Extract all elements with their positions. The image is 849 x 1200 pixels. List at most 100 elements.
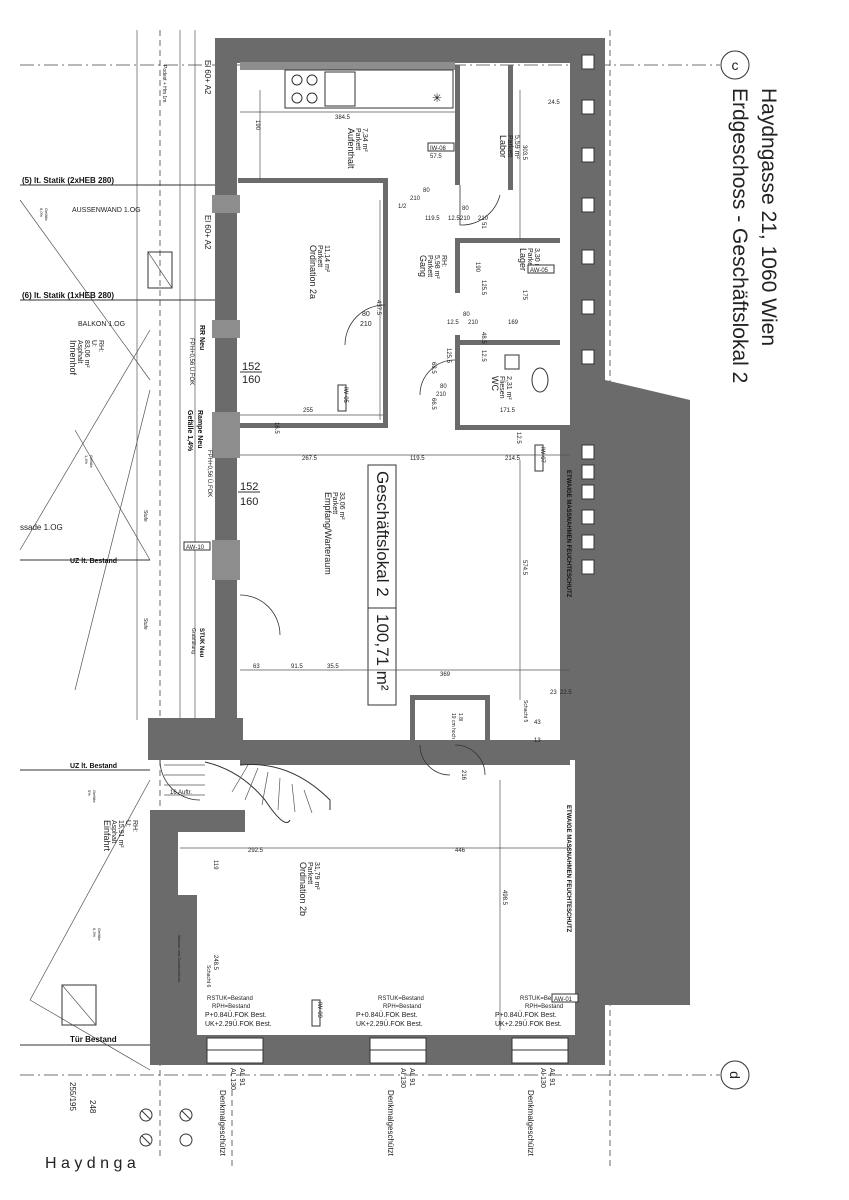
svg-text:Empfang/Warteraum: Empfang/Warteraum (323, 492, 333, 575)
wc-fixture (504, 354, 549, 393)
svg-text:Denkmalgeschützt: Denkmalgeschützt (526, 1090, 535, 1157)
svg-text:11,14 m²: 11,14 m² (323, 245, 330, 273)
svg-text:U:: U: (90, 340, 97, 347)
svg-text:Schacht 5: Schacht 5 (522, 700, 528, 722)
svg-text:210: 210 (436, 392, 447, 398)
svg-text:AW-05: AW-05 (530, 268, 549, 274)
svg-text:210: 210 (468, 320, 479, 326)
svg-text:574.5: 574.5 (521, 560, 527, 576)
svg-text:3,30 m²: 3,30 m² (533, 248, 540, 272)
room-gang: Gang Parkett 5,98 m² RH: (418, 255, 447, 279)
balkon-label: BALKON 1.OG (78, 321, 125, 328)
svg-text:35.5: 35.5 (327, 664, 339, 670)
rampe-labels: Rampe Neu FPH+0,56 Ü.FOK Gefälle 1,4% RR… (142, 60, 213, 658)
walls (148, 38, 690, 1065)
svg-text:UK+2.29Ü.FOK Best.: UK+2.29Ü.FOK Best. (205, 1020, 272, 1028)
svg-text:FPH+0,56 Ü.FOK: FPH+0,56 Ü.FOK (206, 450, 213, 497)
svg-text:Grabfüllung: Grabfüllung (190, 628, 196, 654)
svg-text:FPH+0,56 Ü.FOK: FPH+0,56 Ü.FOK (188, 338, 195, 385)
svg-text:119: 119 (212, 860, 218, 870)
svg-text:80: 80 (362, 311, 370, 318)
svg-text:Denkmalgeschützt: Denkmalgeschützt (218, 1090, 227, 1157)
svg-text:23: 23 (550, 690, 557, 696)
svg-text:AL 91: AL 91 (408, 1068, 415, 1086)
svg-text:5,98 m²: 5,98 m² (433, 255, 440, 279)
main-label-area: 100,71 m² (373, 614, 392, 691)
svg-text:248: 248 (88, 1100, 97, 1114)
denkmal-labels: AL 91 AL 130 Denkmalgeschützt AL 91 Al 1… (218, 1068, 555, 1157)
svg-text:Podest + Hm 1m: Podest + Hm 1m (161, 65, 167, 102)
svg-text:91.5: 91.5 (291, 664, 303, 670)
svg-text:AW-10: AW-10 (186, 545, 205, 551)
svg-text:Einfahrt: Einfahrt (102, 820, 112, 852)
svg-text:125.5: 125.5 (445, 348, 451, 364)
svg-text:190: 190 (254, 120, 260, 131)
svg-text:STUK Neu: STUK Neu (198, 628, 204, 658)
svg-text:RPH=Bestand: RPH=Bestand (383, 1004, 421, 1010)
room-innenhof: Innenhof Asphalt 83,06 m² U: RH: (68, 340, 104, 376)
svg-text:80: 80 (440, 384, 447, 390)
svg-text:Fliesen: Fliesen (498, 376, 505, 399)
svg-text:RH:: RH: (440, 255, 447, 267)
svg-text:AL 91: AL 91 (548, 1068, 555, 1086)
svg-text:12.5: 12.5 (515, 432, 521, 444)
courtyard-lines (19, 184, 215, 1071)
svg-text:57.5: 57.5 (430, 154, 442, 160)
grid-marker-c: c (720, 50, 750, 80)
window-note-3: RSTUK=Bestand RPH=Bestand P+0.84Ü.FOK Be… (495, 996, 566, 1028)
svg-text:AL 91: AL 91 (238, 1068, 245, 1086)
grid-marker-d: d (720, 1060, 750, 1090)
window-note-2: RSTUK=Bestand RPH=Bestand P+0.84Ü.FOK Be… (356, 996, 424, 1028)
svg-text:RH:: RH: (131, 820, 138, 832)
aufritt-label: 16 Auftr. (170, 790, 192, 796)
svg-text:IW-08: IW-08 (430, 146, 447, 152)
svg-text:Parkett: Parkett (506, 135, 513, 157)
svg-text:P+0.84Ü.FOK Best.: P+0.84Ü.FOK Best. (356, 1011, 418, 1019)
svg-text:190: 190 (474, 262, 480, 273)
svg-text:Innenhof: Innenhof (68, 340, 78, 376)
svg-text:UK+2.29Ü.FOK Best.: UK+2.29Ü.FOK Best. (495, 1020, 562, 1028)
room-aufenthalt: Aufenthalt Parkett 7,34 m² (346, 128, 368, 169)
svg-text:RSTUK=Bestand: RSTUK=Bestand (378, 996, 424, 1002)
svg-text:160: 160 (240, 496, 258, 508)
svg-text:UK+2.29Ü.FOK Best.: UK+2.29Ü.FOK Best. (356, 1020, 423, 1028)
svg-text:Rampe Neu: Rampe Neu (196, 410, 203, 449)
svg-text:Al 130: Al 130 (399, 1068, 406, 1088)
svg-text:498.5: 498.5 (501, 890, 507, 906)
dimension-numbers: 384.5 190 57.5 303.5 80 210 1/2 80 210 1… (212, 100, 572, 971)
svg-text:IW-09: IW-09 (316, 1002, 322, 1019)
svg-text:Stufe: Stufe (142, 510, 148, 522)
svg-text:210: 210 (410, 196, 421, 202)
svg-text:5,59 m²: 5,59 m² (513, 135, 520, 159)
svg-text:Ordination 2a: Ordination 2a (308, 245, 318, 299)
opening-labels: 152 160 152 160 (238, 361, 262, 508)
svg-text:El 60+ A2: El 60+ A2 (203, 215, 212, 250)
uz-bestand-2: UZ lt. Bestand (70, 763, 117, 770)
svg-text:Lager: Lager (518, 248, 528, 271)
svg-text:5%: 5% (87, 790, 92, 796)
svg-text:1/2: 1/2 (398, 204, 407, 210)
svg-text:80: 80 (462, 206, 469, 212)
svg-text:1,4%: 1,4% (84, 455, 89, 465)
svg-text:43: 43 (534, 720, 541, 726)
svg-text:19 cm hoch: 19 cm hoch (450, 713, 456, 739)
svg-text:267.5: 267.5 (302, 456, 318, 462)
svg-text:H a y d n g a: H a y d n g a (45, 1155, 136, 1172)
svg-text:Denkmalgeschützt: Denkmalgeschützt (386, 1090, 395, 1157)
svg-text:446: 446 (455, 848, 466, 854)
svg-text:169: 169 (508, 320, 519, 326)
svg-text:Gefälle: Gefälle (97, 928, 102, 941)
svg-text:2,31 m²: 2,31 m² (505, 376, 512, 400)
statik-labels: (5) lt. Statik (2xHEB 280) (6) lt. Stati… (20, 176, 192, 1044)
svg-text:El 60+ A2: El 60+ A2 (203, 60, 212, 95)
svg-text:AW-01: AW-01 (554, 997, 573, 1003)
statik-1heb-label: (6) lt. Statik (1xHEB 280) (22, 291, 114, 300)
svg-text:Parkett: Parkett (354, 128, 361, 150)
svg-text:125.5: 125.5 (480, 280, 486, 296)
svg-text:119.5: 119.5 (410, 456, 425, 462)
dimension-lines (180, 90, 570, 1030)
svg-text:6,0%: 6,0% (39, 208, 44, 218)
svg-text:7,34 m²: 7,34 m² (361, 128, 368, 152)
grid-label-d: d (727, 1071, 743, 1079)
